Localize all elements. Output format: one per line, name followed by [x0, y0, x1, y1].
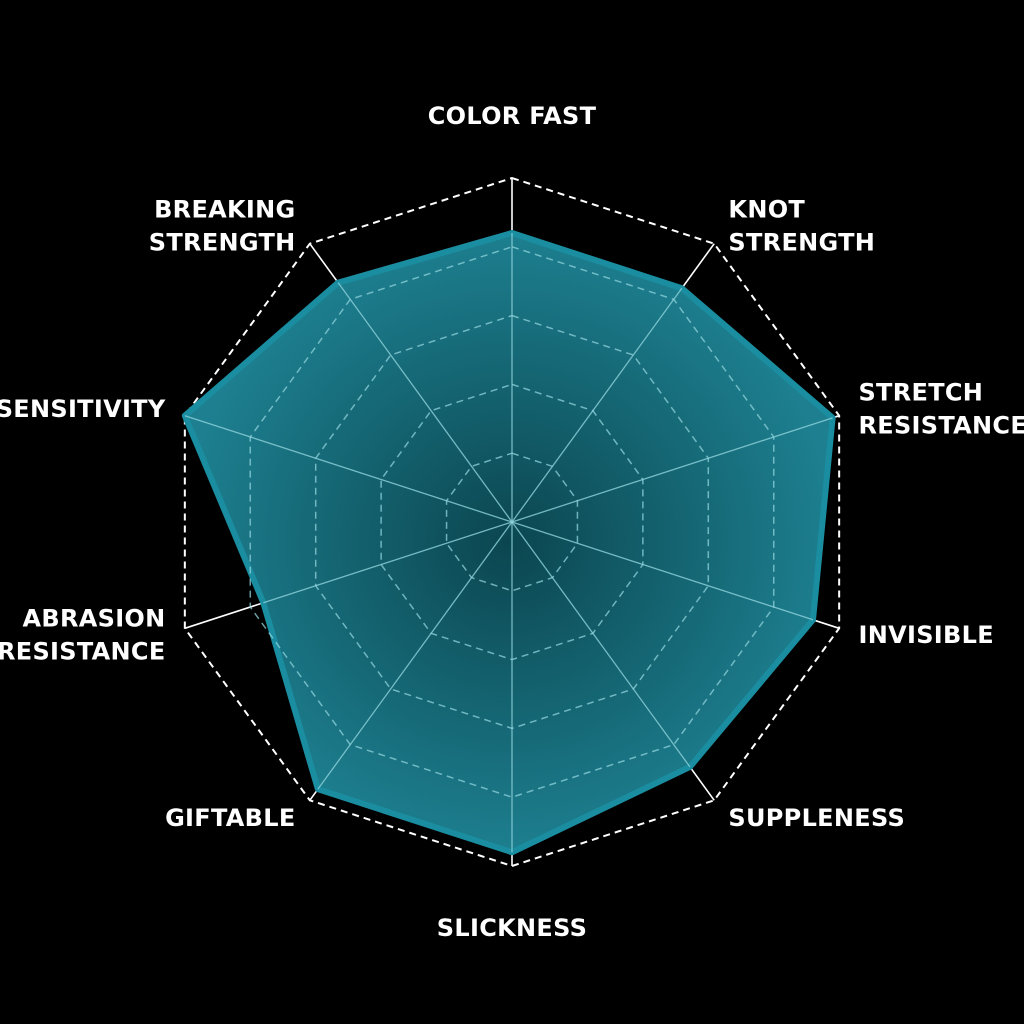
inner-spoke-stretch_resistance	[511, 417, 833, 523]
axis-label-knot_strength: KNOT STRENGTH	[728, 195, 875, 256]
axis-labels: COLOR FAST KNOT STRENGTH STRETCH RESISTANCE I…	[0, 102, 1024, 942]
axis-label-color_fast: COLOR FAST	[428, 102, 597, 130]
axis-label-giftable: GIFTABLE	[165, 804, 296, 832]
inner-spoke-knot_strength	[511, 287, 683, 523]
inner-spoke-suppleness	[511, 521, 691, 768]
inner-spoke-abrasion_resistance	[263, 521, 513, 604]
inner-spoke-giftable	[317, 521, 513, 790]
axis-label-breaking_strength: BREAKING STRENGTH	[149, 195, 296, 256]
axis-label-sensitivity: SENSITIVITY	[0, 395, 166, 423]
axis-label-line: COLOR FAST	[428, 102, 597, 130]
axis-label-line: RESISTANCE	[858, 411, 1024, 439]
axis-label-line: STRENGTH	[149, 228, 296, 256]
axis-label-abrasion_resistance: ABRASION RESISTANCE	[0, 605, 166, 666]
inner-spoke-invisible	[511, 521, 814, 621]
axis-label-slickness: SLICKNESS	[437, 914, 587, 942]
series-area-group	[181, 230, 836, 856]
axis-label-line: SENSITIVITY	[0, 395, 166, 423]
axis-label-line: SLICKNESS	[437, 914, 587, 942]
axis-label-stretch_resistance: STRETCH RESISTANCE	[858, 378, 1024, 439]
axis-label-line: GIFTABLE	[165, 804, 296, 832]
axis-label-line: STRETCH	[858, 378, 983, 406]
axis-label-line: KNOT	[728, 195, 805, 223]
axis-label-invisible: INVISIBLE	[858, 621, 993, 649]
radar-inner-grid	[184, 233, 833, 853]
axis-label-line: ABRASION	[22, 605, 165, 633]
grid-ring-outer	[183, 176, 841, 868]
axis-label-line: SUPPLENESS	[728, 804, 905, 832]
axis-label-line: STRENGTH	[728, 228, 875, 256]
axis-label-line: RESISTANCE	[0, 638, 166, 666]
grid-ring-4	[249, 246, 775, 798]
series-area-0	[181, 230, 836, 856]
axis-label-line: BREAKING	[154, 195, 295, 223]
grid-ring-1	[445, 452, 579, 592]
axis-label-line: INVISIBLE	[858, 621, 993, 649]
inner-spoke-breaking_strength	[337, 282, 513, 523]
axis-label-suppleness: SUPPLENESS	[728, 804, 905, 832]
inner-spoke-sensitivity	[184, 415, 513, 523]
